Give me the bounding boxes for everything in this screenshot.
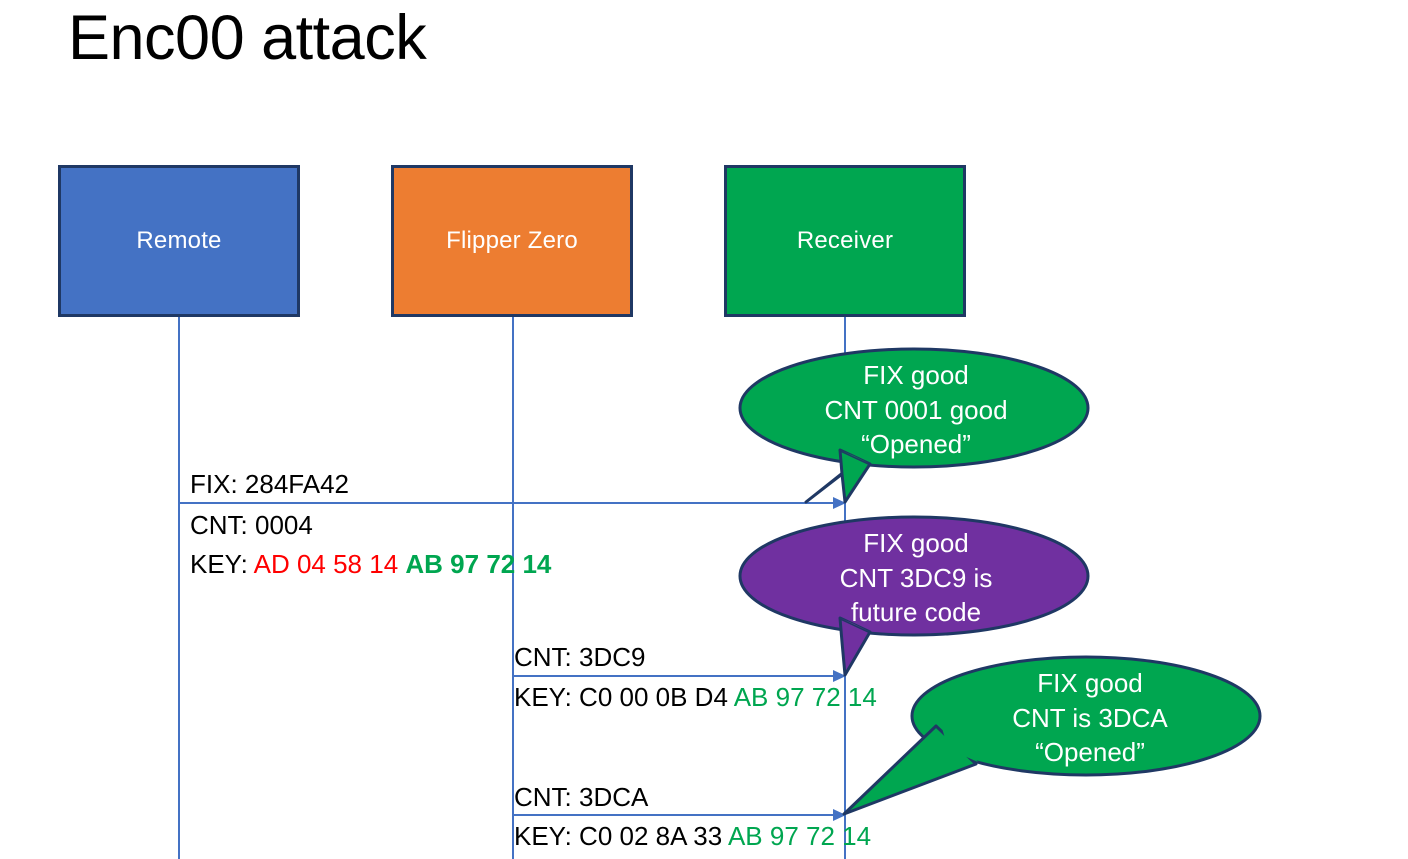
message-3-key-prefix: KEY: C0 02 8A 33 [514, 821, 728, 851]
lifeline-remote [178, 317, 180, 859]
actor-box-flipper[interactable]: Flipper Zero [391, 165, 633, 317]
lifeline-flipper [512, 317, 514, 859]
message-arrow-3 [512, 809, 846, 821]
message-2-key-prefix: KEY: C0 00 0B D4 [514, 682, 734, 712]
actor-label-flipper: Flipper Zero [446, 227, 578, 254]
message-2-key-green: AB 97 72 14 [733, 682, 877, 712]
actor-label-remote: Remote [136, 227, 222, 254]
message-1-key-prefix: KEY: [190, 549, 254, 579]
message-arrow-2 [512, 670, 846, 682]
message-1-fix-label: FIX: 284FA42 [190, 469, 349, 499]
message-1-key-label: KEY: AD 04 58 14 AB 97 72 14 [190, 548, 551, 581]
message-1-cnt-label: CNT: 0004 [190, 510, 313, 540]
actor-box-remote[interactable]: Remote [58, 165, 300, 317]
message-3-key-green: AB 97 72 14 [727, 821, 872, 851]
speech-bubble-1[interactable] [736, 346, 1092, 516]
message-1-key-green: AB 97 72 14 [405, 549, 552, 579]
message-3-key-label: KEY: C0 02 8A 33 AB 97 72 14 [514, 820, 871, 853]
speech-bubble-2[interactable] [736, 514, 1092, 689]
message-1-key-red: AD 04 58 14 [253, 549, 399, 579]
message-arrow-1 [178, 497, 846, 509]
actor-box-receiver[interactable]: Receiver [724, 165, 966, 317]
message-3-cnt-label: CNT: 3DCA [514, 782, 649, 812]
actor-label-receiver: Receiver [796, 227, 894, 254]
speech-bubble-3[interactable] [842, 654, 1264, 829]
page-title: Enc00 attack [68, 3, 427, 73]
message-2-cnt-label: CNT: 3DC9 [514, 642, 646, 672]
message-2-key-label: KEY: C0 00 0B D4 AB 97 72 14 [514, 681, 877, 714]
